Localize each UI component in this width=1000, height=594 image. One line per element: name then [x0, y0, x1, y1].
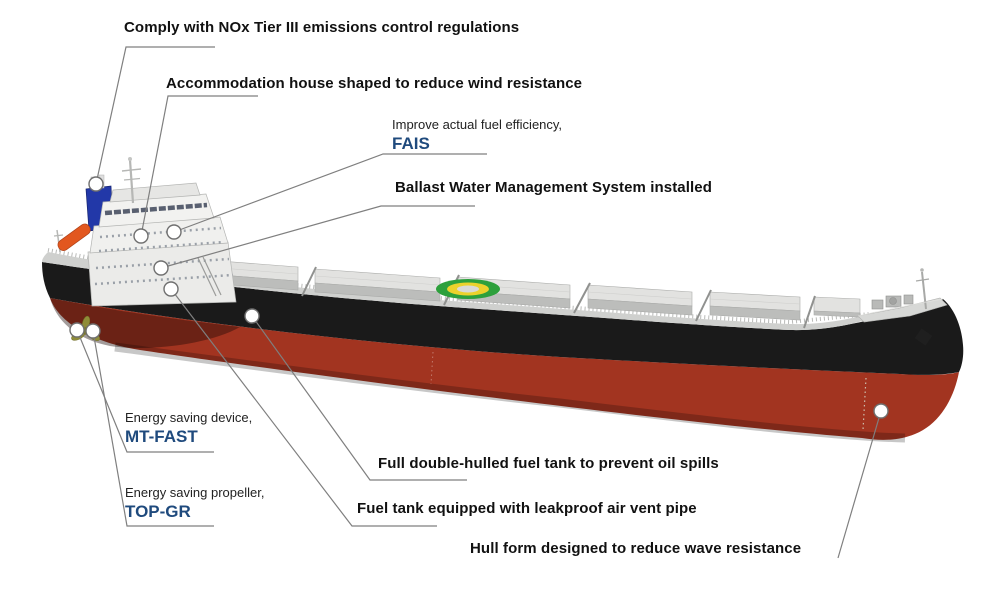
annotation-mt-fast-name: MT-FAST	[125, 427, 198, 446]
annotation-fais-name: FAIS	[392, 134, 430, 153]
annotation-mt-fast-intro: Energy saving device,	[125, 410, 253, 425]
main-mast	[121, 157, 142, 204]
annotation-mt-fast: Energy saving device, MT-FAST	[125, 410, 252, 446]
annotation-hull-form-label: Hull form designed to reduce wave resist…	[470, 540, 802, 557]
windlass-machinery	[871, 294, 914, 310]
marker-vent-pipe	[163, 281, 179, 297]
hatch-cover	[314, 268, 441, 302]
leader-top-gr	[92, 330, 214, 527]
leader-lines	[76, 46, 882, 559]
marker-fais	[166, 224, 182, 240]
leader-hull-form	[837, 410, 882, 559]
lifeboat	[57, 223, 91, 251]
annotation-accommodation-label: Accommodation house shaped to reduce win…	[166, 75, 583, 92]
bridge-windows	[104, 202, 208, 216]
marker-mt-fast	[69, 322, 85, 338]
hatch-cover	[709, 291, 801, 321]
marker-accommodation	[133, 228, 149, 244]
annotation-double-hull-label: Full double-hulled fuel tank to prevent …	[378, 455, 719, 472]
fore-mast	[915, 268, 930, 310]
hull-black-band	[42, 262, 964, 375]
hull-bottom-shade	[114, 342, 906, 443]
annotation-ballast-label: Ballast Water Management System installe…	[395, 179, 712, 196]
bulwark-edge	[857, 298, 944, 317]
leader-ballast	[160, 205, 475, 269]
annotation-top-gr: Energy saving propeller, TOP-GR	[125, 485, 264, 521]
annotation-nox-label: Comply with NOx Tier III emissions contr…	[124, 19, 520, 36]
marker-double-hull	[244, 308, 260, 324]
feature-markers	[69, 176, 889, 419]
leader-vent-pipe	[170, 288, 437, 527]
annotation-top-gr-name: TOP-GR	[125, 502, 191, 521]
annotation-top-gr-intro: Energy saving propeller,	[125, 485, 265, 500]
leader-fais	[173, 153, 487, 233]
midship-mark	[430, 351, 434, 385]
anchor-icon	[914, 328, 933, 346]
marker-hull-form	[873, 403, 889, 419]
marker-ballast	[153, 260, 169, 276]
annotation-fais: Improve actual fuel efficiency, FAIS	[392, 117, 562, 153]
leader-mt-fast	[76, 329, 214, 453]
hatch-cover	[587, 284, 693, 316]
deck-logo-icon	[436, 279, 500, 299]
marker-top-gr	[85, 323, 101, 339]
hatch-cover	[813, 296, 861, 318]
forecastle	[857, 268, 948, 346]
superstructure	[53, 157, 237, 307]
leader-nox	[95, 46, 215, 185]
annotation-fais-intro: Improve actual fuel efficiency,	[392, 117, 563, 132]
hull-red	[50, 298, 959, 440]
leader-double-hull	[251, 315, 467, 481]
leader-accommodation	[140, 95, 258, 237]
annotation-vent-pipe-label: Fuel tank equipped with leakproof air ve…	[357, 500, 697, 517]
accommodation-ladder	[197, 256, 222, 297]
marker-nox	[88, 176, 104, 192]
